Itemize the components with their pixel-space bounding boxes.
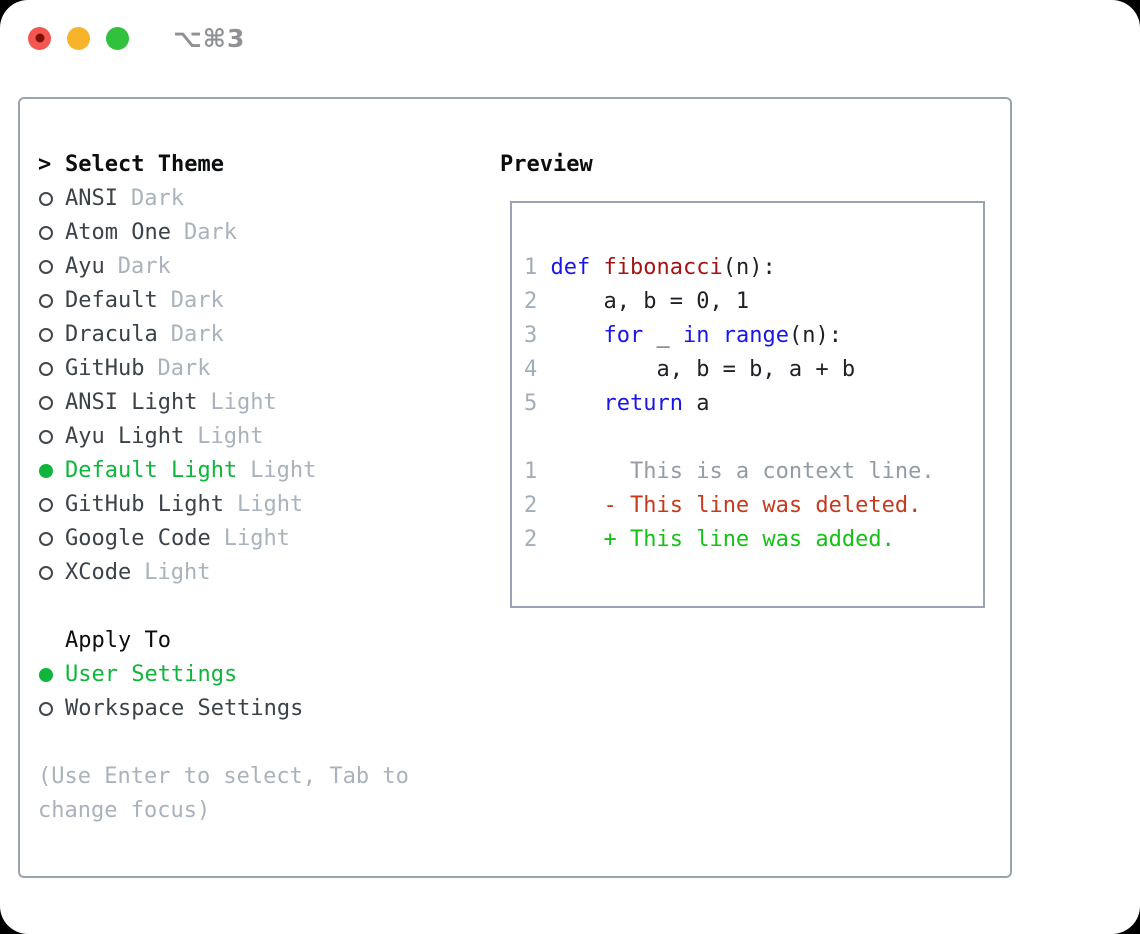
preview-code: 1 def fibonacci(n): 2 a, b = 0, 1 3 for _ … <box>512 203 983 557</box>
theme-item[interactable]: GitHub Dark <box>38 352 478 386</box>
theme-item-variant: Light <box>223 526 290 551</box>
apply-option[interactable]: Workspace Settings <box>38 692 478 726</box>
theme-item-variant: Light <box>250 458 317 483</box>
theme-item-label: ANSI Light <box>65 390 198 415</box>
select-theme-heading: > Select Theme <box>38 148 478 182</box>
theme-item-variant: Light <box>144 560 211 585</box>
focus-chevron-icon: > <box>38 152 52 177</box>
spacer <box>38 590 478 624</box>
theme-item-variant: Light <box>236 492 304 517</box>
close-button[interactable] <box>28 26 51 50</box>
theme-item-variant: Light <box>197 424 264 449</box>
theme-item-label: ANSI <box>65 186 118 211</box>
code-line: 4 a, b = b, a + b <box>524 357 856 382</box>
titlebar: ⌥⌘3 <box>28 23 246 53</box>
theme-item-label: Ayu <box>65 254 105 279</box>
hint-text-line-1: (Use Enter to select, Tab to <box>38 764 409 789</box>
hint-text-line-2: change focus) <box>38 798 211 823</box>
theme-item[interactable]: GitHub Light Light <box>38 488 478 522</box>
blank-line <box>524 421 975 455</box>
theme-item[interactable]: Atom One Dark <box>38 216 478 250</box>
theme-item-variant: Dark <box>170 322 224 347</box>
theme-item[interactable]: Dracula Dark <box>38 318 478 352</box>
code-line: 3 for _ in range(n): <box>524 323 842 348</box>
radio-icon <box>38 284 65 318</box>
radio-icon <box>38 250 65 284</box>
apply-to-title: Apply To <box>65 628 171 653</box>
theme-item-label: Default Light <box>65 458 238 483</box>
window-shortcut-label: ⌥⌘3 <box>173 23 246 53</box>
theme-item-label: Dracula <box>65 322 158 347</box>
theme-item[interactable]: Ayu Dark <box>38 250 478 284</box>
theme-item-variant: Dark <box>117 254 171 279</box>
code-line: 2 - This line was deleted. <box>524 493 922 518</box>
preview-box: 1 def fibonacci(n): 2 a, b = 0, 1 3 for _ … <box>510 201 985 608</box>
theme-item[interactable]: Google Code Light <box>38 522 478 556</box>
theme-item-variant: Dark <box>157 356 211 381</box>
radio-icon <box>38 386 65 420</box>
theme-item-variant: Dark <box>183 220 237 245</box>
theme-item-label: Atom One <box>65 220 171 245</box>
theme-item-label: GitHub <box>65 356 145 381</box>
theme-item-label: Default <box>65 288 158 313</box>
radio-icon <box>38 318 65 352</box>
radio-icon <box>38 556 65 590</box>
theme-item[interactable]: Default Light Light <box>38 454 478 488</box>
radio-icon <box>38 522 65 556</box>
preview-title: Preview <box>500 152 593 177</box>
theme-item[interactable]: XCode Light <box>38 556 478 590</box>
radio-icon <box>38 216 65 250</box>
apply-option[interactable]: User Settings <box>38 658 478 692</box>
radio-icon <box>38 420 65 454</box>
theme-item-variant: Dark <box>130 186 184 211</box>
theme-item[interactable]: ANSI Dark <box>38 182 478 216</box>
radio-icon <box>38 692 65 726</box>
apply-option-label: Workspace Settings <box>65 696 304 721</box>
apply-to-indent <box>38 624 65 658</box>
theme-item[interactable]: ANSI Light Light <box>38 386 478 420</box>
fullscreen-button[interactable] <box>106 26 129 50</box>
minimize-button[interactable] <box>67 26 90 50</box>
radio-selected-icon <box>38 658 65 692</box>
radio-icon <box>38 488 65 522</box>
theme-item-label: Google Code <box>65 526 211 551</box>
theme-item-label: XCode <box>65 560 132 585</box>
theme-item-label: Ayu Light <box>65 424 185 449</box>
code-line: 1 This is a context line. <box>524 459 935 484</box>
theme-item-variant: Light <box>210 390 277 415</box>
close-dot-icon <box>35 33 44 43</box>
theme-item-label: GitHub Light <box>65 492 224 517</box>
select-theme-title: Select Theme <box>65 152 224 177</box>
radio-selected-icon <box>38 454 65 488</box>
radio-icon <box>38 352 65 386</box>
code-line: 1 def fibonacci(n): <box>524 255 776 280</box>
theme-item[interactable]: Default Dark <box>38 284 478 318</box>
theme-item[interactable]: Ayu Light Light <box>38 420 478 454</box>
apply-to-heading: Apply To <box>38 624 478 658</box>
theme-item-variant: Dark <box>170 288 224 313</box>
apply-option-label: User Settings <box>65 662 238 687</box>
code-line: 2 a, b = 0, 1 <box>524 289 750 314</box>
radio-icon <box>38 182 65 216</box>
spacer <box>38 726 478 760</box>
traffic-lights <box>28 26 145 50</box>
code-line: 2 + This line was added. <box>524 527 895 552</box>
code-line: 5 return a <box>524 391 710 416</box>
